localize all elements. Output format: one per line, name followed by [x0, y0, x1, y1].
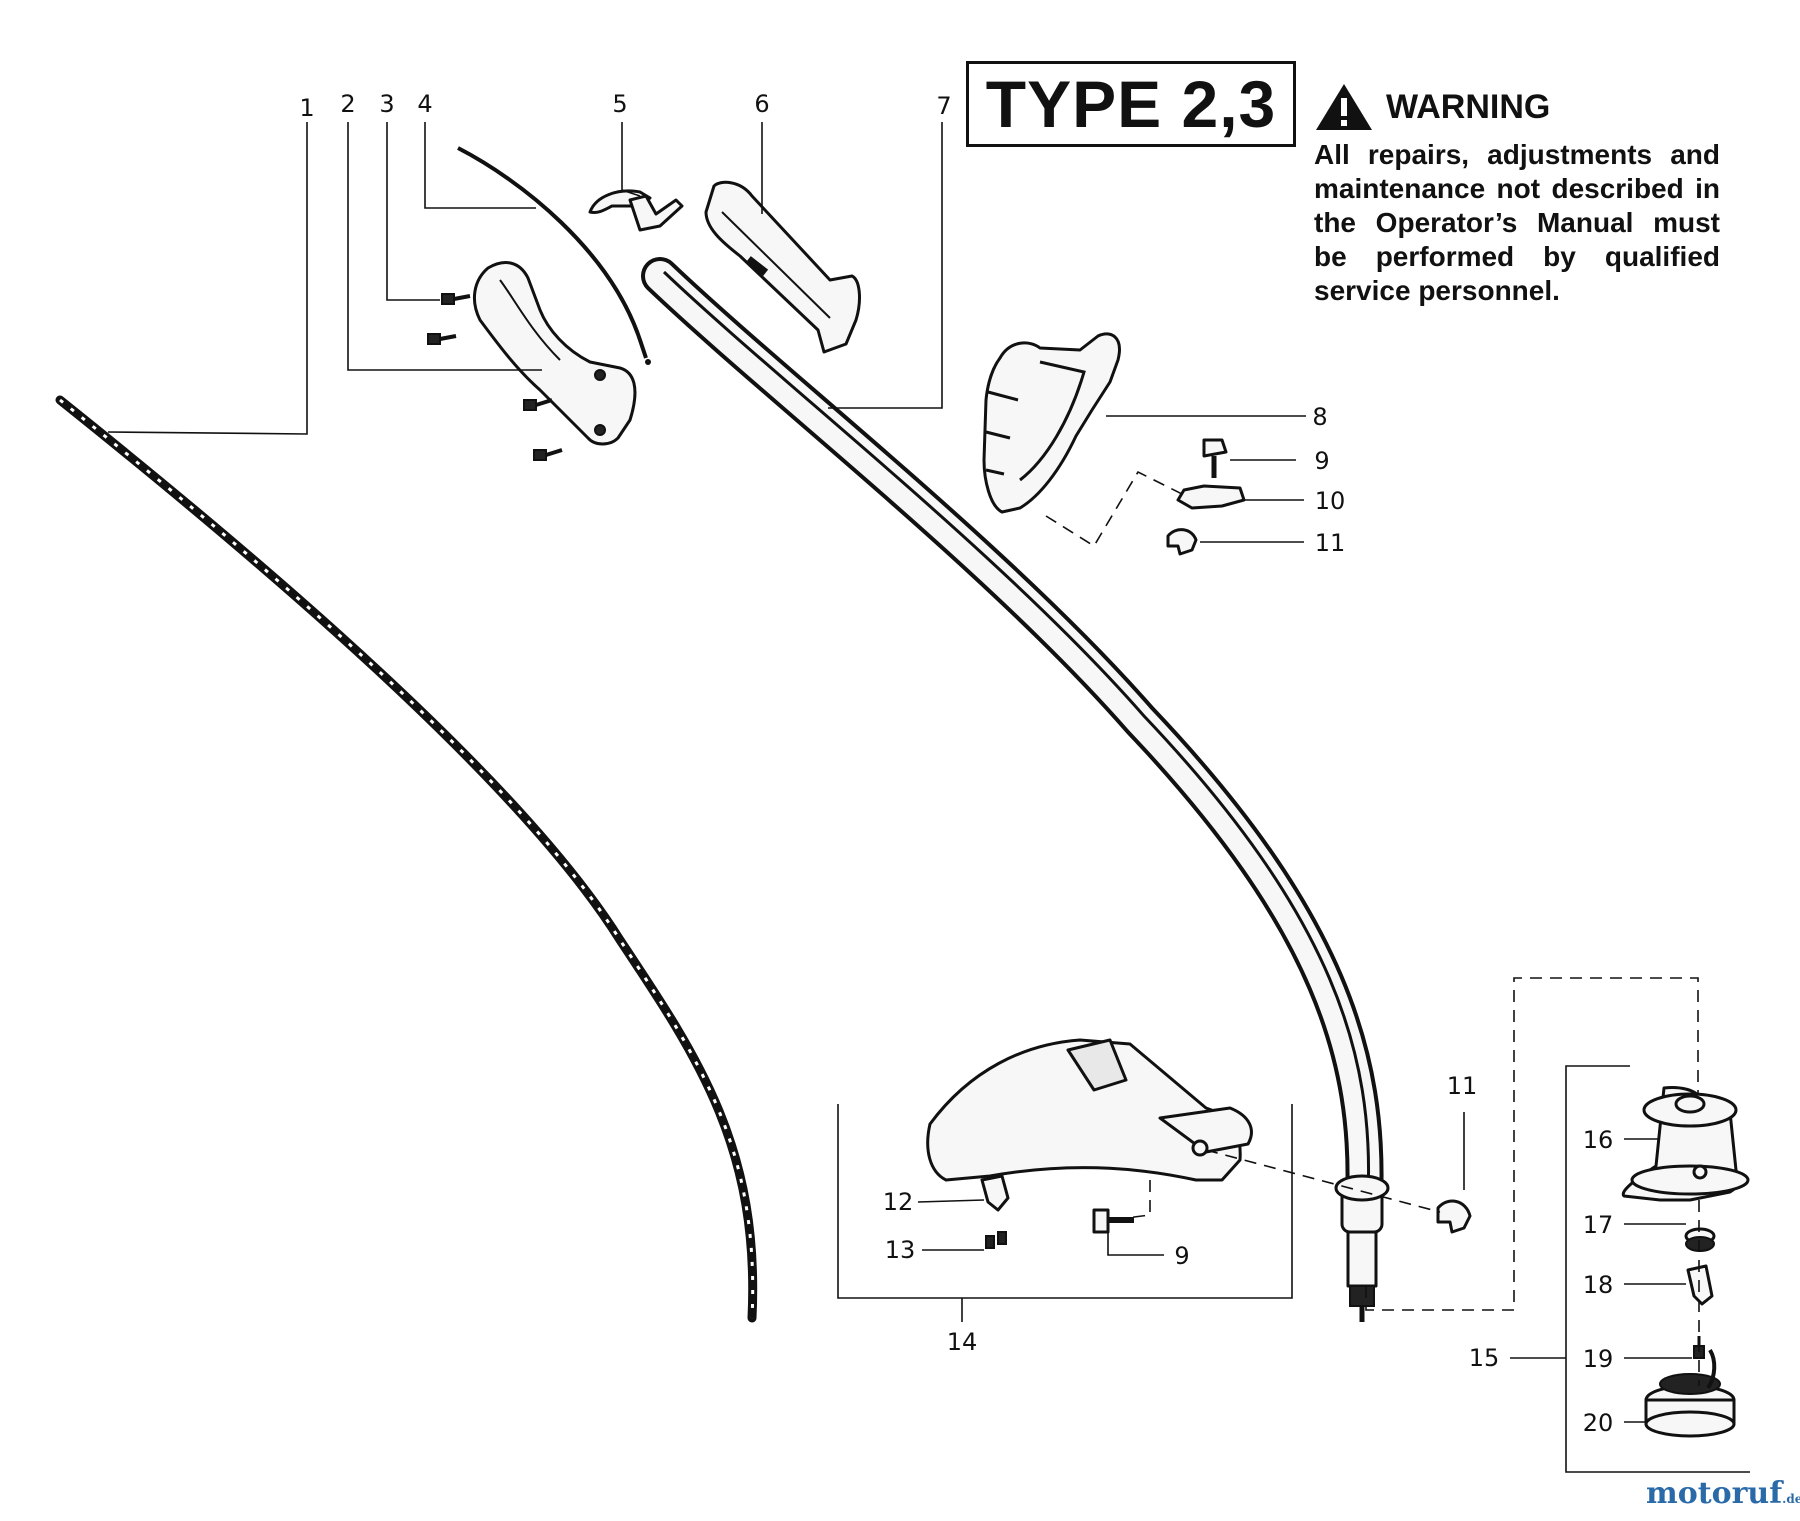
callout-17: 17 [1583, 1211, 1614, 1239]
throttle-cable [457, 146, 651, 365]
type-label: TYPE 2,3 [966, 61, 1296, 147]
warning-title: WARNING [1386, 87, 1551, 126]
bracket-guard-kit [837, 1104, 1293, 1299]
throttle-trigger [588, 189, 684, 232]
shaft-tube [641, 257, 1384, 1219]
handle-cover [704, 180, 861, 354]
callout-15: 15 [1469, 1344, 1500, 1372]
handle-clamp [1176, 484, 1246, 510]
bolt-upper [1202, 438, 1228, 478]
bolt-lower [1092, 1208, 1134, 1234]
guard-screws [985, 1231, 1007, 1249]
callout-9-lower: 9 [1174, 1242, 1189, 1270]
callout-6: 6 [754, 90, 769, 118]
warning-header: WARNING [1314, 82, 1720, 132]
grass-guard [926, 1038, 1253, 1182]
callout-12: 12 [883, 1188, 914, 1216]
callout-14: 14 [947, 1328, 978, 1356]
callout-5: 5 [612, 90, 627, 118]
callout-16: 16 [1583, 1126, 1614, 1154]
drive-shaft [55, 395, 758, 1323]
callout-10: 10 [1315, 487, 1346, 515]
leader-lines [107, 122, 1692, 1423]
watermark-suffix: .de [1782, 1492, 1800, 1506]
wing-nut-upper [1166, 528, 1198, 556]
callout-9-upper: 9 [1314, 447, 1329, 475]
assembly-line-head [1365, 977, 1699, 1311]
bracket-head-kit [1565, 1065, 1750, 1473]
callout-13: 13 [885, 1236, 916, 1264]
watermark-name: motoruf [1646, 1476, 1783, 1511]
callout-7: 7 [936, 92, 951, 120]
callout-8: 8 [1312, 403, 1327, 431]
guard-clip [980, 1174, 1010, 1212]
wing-nut-lower [1436, 1199, 1472, 1234]
callout-1: 1 [299, 94, 314, 122]
assembly-line-d-handle [1045, 470, 1187, 548]
assembly-line-bolt [1125, 1180, 1151, 1219]
spool-spring [1686, 1264, 1714, 1306]
d-handle [982, 332, 1121, 514]
callout-2: 2 [340, 90, 355, 118]
warning-block: WARNING All repairs, adjustments and mai… [1314, 82, 1720, 308]
shaft-clamp [1334, 1174, 1390, 1322]
callout-18: 18 [1583, 1271, 1614, 1299]
assembly-line-guard [1205, 1149, 1441, 1213]
callout-20: 20 [1583, 1409, 1614, 1437]
handle-screws [427, 293, 563, 461]
trimmer-head-cover [1621, 1086, 1750, 1202]
callout-4: 4 [417, 90, 432, 118]
callout-11-lower: 11 [1447, 1072, 1478, 1100]
watermark-logo: motoruf.de [1646, 1476, 1800, 1511]
spool [1644, 1348, 1736, 1438]
callout-3: 3 [379, 90, 394, 118]
warning-triangle-icon [1316, 84, 1372, 130]
warning-text: All repairs, adjustments and maintenance… [1314, 139, 1720, 306]
callout-11-upper: 11 [1315, 529, 1346, 557]
callout-19: 19 [1583, 1345, 1614, 1373]
handle-housing [472, 261, 637, 446]
spool-washer [1684, 1227, 1716, 1252]
